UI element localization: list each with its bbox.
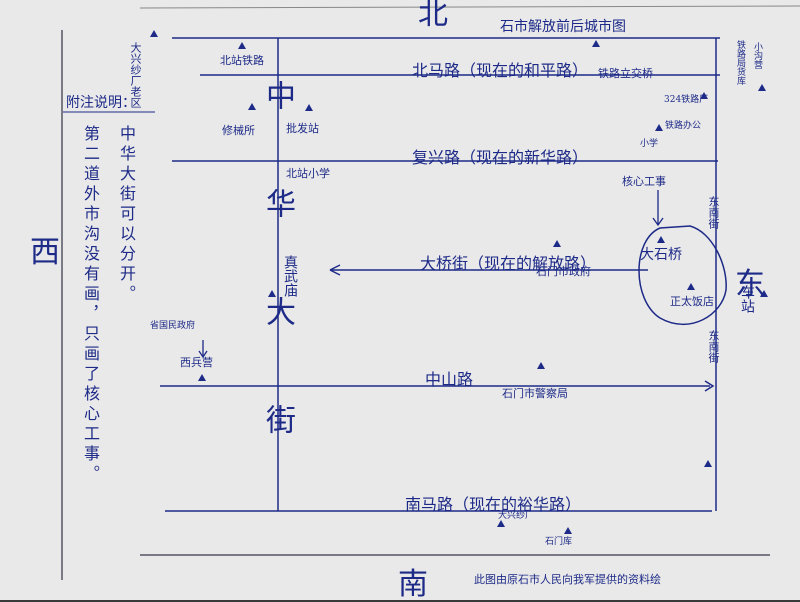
landmark-triangle (268, 290, 276, 297)
west-label: 西 (30, 235, 60, 270)
landmark-triangle (553, 240, 561, 247)
place-zhenjin: 真武庙 (282, 255, 298, 297)
road-nanma-label: 南马路（现在的裕华路） (405, 495, 582, 514)
landmark-triangle (657, 236, 665, 243)
landmark-triangle (564, 527, 572, 534)
landmark-triangle (687, 283, 695, 290)
place-beishi: 北站小学 (286, 167, 330, 180)
place-jizhi: 批发站 (286, 122, 319, 135)
road-fuxing-label: 复兴路（现在的新华路） (412, 148, 589, 167)
map-title: 石市解放前后城市图 (500, 19, 626, 35)
map-footer: 此图由原石市人民向我军提供的资料绘 (474, 573, 661, 586)
place-daqiao: 大石桥 (640, 247, 682, 263)
place-chezhan-north: 铁路局货库 (735, 40, 745, 85)
core-loop (638, 225, 727, 325)
place-yizhan: 铁路办公 (665, 121, 702, 131)
landmark-triangle (758, 84, 766, 91)
place-hexin: 核心工事 (622, 175, 666, 188)
place-xiaoxue: 小学 (640, 139, 659, 149)
place-junfu: 修械所 (222, 124, 255, 137)
notes-col1: 中华大街可以分开。 (117, 125, 136, 305)
landmark-triangle (760, 290, 768, 297)
landmark-triangle (704, 460, 712, 467)
landmark-triangle (655, 124, 663, 131)
road-zhongshan-label: 中山路 (425, 370, 474, 389)
landmark-triangle (305, 104, 313, 111)
place-zhengtai: 正太饭店 (670, 295, 714, 308)
place-chezhan: 车站 (739, 285, 755, 313)
landmark-triangle (592, 40, 600, 47)
place-yuantian: 北站铁路 (220, 54, 264, 67)
landmark-triangle (238, 42, 246, 49)
center-street-label: 中华大街 (260, 80, 295, 512)
place-dongnan-jie: 东南街 (707, 330, 720, 363)
landmark-triangle (497, 520, 505, 527)
place-xiaojiao: 西兵营 (180, 356, 213, 369)
landmark-triangle (198, 374, 206, 381)
place-xiaogou: 小沟营 (752, 42, 762, 69)
place-xijiaochang: 省国民政府 (150, 321, 196, 331)
road-daqiao-label: 大桥街（现在的解放路） (420, 254, 597, 273)
south-label: 南 (398, 567, 428, 602)
place-shizhengfu: 石门市政府 (536, 265, 591, 278)
place-dongtiemen: 东南街 (707, 196, 720, 229)
place-kuaiyuan: 大兴纱厂老区 (129, 42, 142, 108)
landmark-triangle (248, 103, 256, 110)
landmark-triangle (700, 92, 708, 99)
place-dasha: 大兴纱厂 (498, 511, 535, 521)
north-label: 北 (418, 0, 448, 32)
landmark-triangle (537, 362, 545, 369)
place-shiku: 石门库 (545, 537, 573, 547)
notes-heading: 附注说明： (66, 95, 136, 111)
notes-col2: 第二道外市沟没有画，只画了核心工事。 (81, 125, 100, 485)
place-jingchaju: 石门市警察局 (502, 387, 568, 400)
landmark-triangle (150, 30, 158, 37)
place-xiaoshi: 铁路立交桥 (598, 67, 653, 80)
road-beima-label: 北马路（现在的和平路） (412, 61, 589, 80)
place-nanma-km: 324铁路厂 (664, 95, 709, 105)
